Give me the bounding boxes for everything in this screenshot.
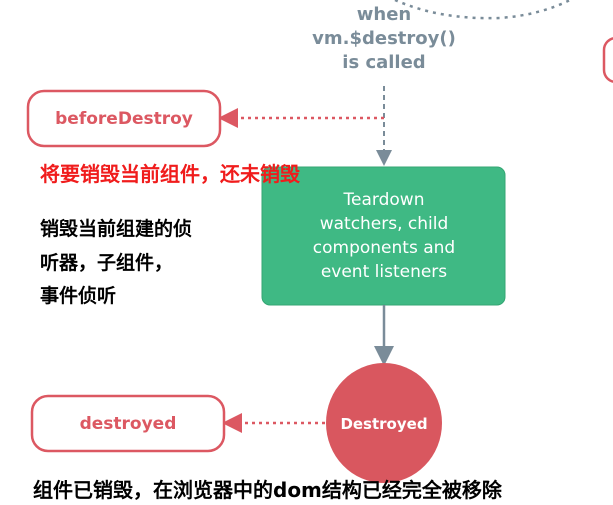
teardown-note-line-3: 事件侦听 (40, 285, 117, 307)
process-line-1: Teardown (343, 190, 425, 210)
teardown-note-line-1: 销毁当前组建的侦 (40, 218, 193, 240)
process-line-3: components and (313, 238, 455, 258)
before-destroy-note: 将要销毁当前组件，还未销毁 (40, 162, 300, 186)
dotted-arc (394, 0, 571, 20)
offscreen-hook-box (602, 37, 613, 83)
process-line-4: event listeners (321, 262, 447, 282)
teardown-process-box (261, 166, 506, 306)
before-destroy-hook-box (26, 89, 222, 148)
trigger-line-3: is called (342, 52, 425, 73)
before-destroy-label: beforeDestroy (55, 109, 193, 129)
teardown-note-line-2: 听器，子组件， (40, 252, 174, 274)
destroyed-note: 组件已销毁，在浏览器中的dom结构已经完全被移除 (33, 478, 502, 502)
trigger-line-1: when (357, 4, 411, 25)
destroyed-label: destroyed (80, 414, 177, 434)
process-line-2: watchers, child (320, 214, 449, 234)
trigger-line-2: vm.$destroy() (312, 28, 456, 49)
destroyed-state-label: Destroyed (340, 415, 427, 433)
destroyed-state-circle (326, 363, 442, 483)
destroyed-hook-box (30, 394, 226, 453)
